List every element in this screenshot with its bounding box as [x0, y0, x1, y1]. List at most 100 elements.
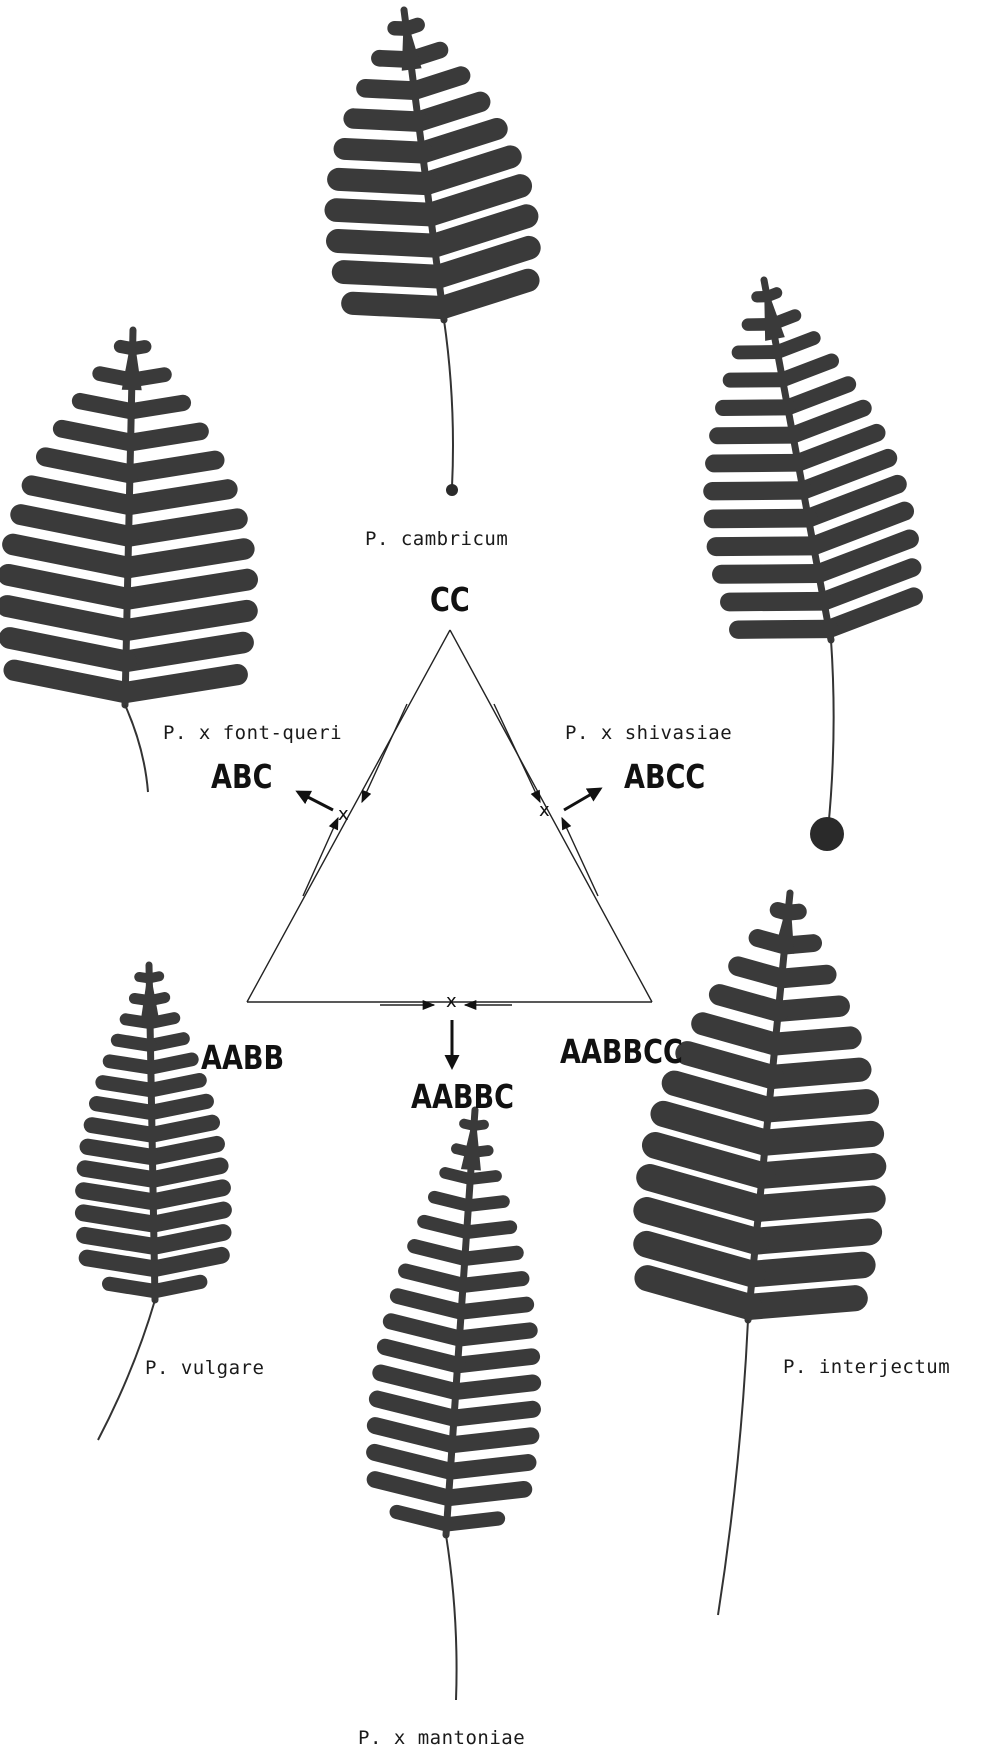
- pinna: [375, 1452, 451, 1471]
- pinna: [344, 272, 439, 277]
- label-p-mantoniae: P. x mantoniae: [358, 1727, 525, 1749]
- frond-p-shivasiae: [712, 280, 913, 830]
- pinna: [377, 1399, 454, 1418]
- pinna: [398, 1296, 461, 1312]
- pinna: [722, 574, 819, 575]
- pinna: [450, 1462, 528, 1471]
- pinna: [738, 966, 782, 978]
- pinna: [769, 1102, 867, 1110]
- pinna: [46, 457, 130, 474]
- frond-p-font-queri-tip: [122, 330, 142, 390]
- pinna: [712, 490, 803, 491]
- pinna: [152, 1101, 207, 1112]
- pinna: [125, 675, 237, 693]
- frond-p-font-queri-stipe: [125, 705, 148, 792]
- pinna: [338, 241, 434, 246]
- rhizome-cambricum: [446, 484, 458, 496]
- pinna: [336, 210, 430, 215]
- pinna: [21, 515, 129, 537]
- pinna: [397, 1512, 447, 1524]
- pinna: [129, 519, 238, 536]
- pinna: [445, 1173, 470, 1179]
- frond-p-cambricum: [336, 10, 528, 487]
- pinna: [62, 429, 131, 443]
- cross-mark-right: x: [539, 800, 550, 821]
- pinna: [454, 1409, 532, 1418]
- pinna: [152, 1123, 212, 1135]
- pinna: [127, 611, 247, 630]
- pinna: [788, 384, 848, 407]
- pinna: [414, 1246, 464, 1258]
- genome-cc: CC: [430, 580, 470, 619]
- pinna: [772, 1070, 860, 1077]
- pinna: [434, 1197, 468, 1205]
- cross-mark-left: x: [338, 804, 349, 825]
- frond-p-mantoniae-stipe: [446, 1535, 457, 1700]
- frond-p-interjectum-stipe: [718, 1320, 748, 1615]
- pinna: [353, 303, 443, 307]
- pinna: [463, 1279, 522, 1286]
- pinna: [13, 544, 128, 567]
- pinna: [154, 1233, 223, 1247]
- pinna: [452, 1436, 531, 1445]
- pinna: [461, 1305, 526, 1312]
- pinna: [131, 431, 200, 442]
- arrow-aabb-to-left-cross: [303, 818, 338, 896]
- pinna: [153, 1166, 220, 1180]
- arrow-aabbcc-to-right-cross: [562, 818, 598, 896]
- rhizome-shivasiae: [810, 817, 844, 851]
- pinna: [753, 1265, 863, 1274]
- pinna: [128, 549, 244, 567]
- arrow-cc-to-right-cross: [494, 704, 540, 802]
- pinna: [85, 1169, 153, 1180]
- pinna: [793, 408, 863, 435]
- pinna: [714, 463, 798, 464]
- pinna: [749, 1298, 854, 1307]
- pinna: [366, 88, 415, 90]
- pinna: [126, 643, 243, 662]
- pinna: [80, 401, 131, 411]
- pinna: [85, 1235, 154, 1246]
- pinna: [92, 1125, 152, 1135]
- pinna: [154, 1255, 221, 1268]
- pinna: [687, 1053, 771, 1077]
- label-p-cambricum: P. cambricum: [365, 528, 508, 550]
- pinna: [783, 361, 832, 380]
- pinna: [442, 280, 528, 307]
- pinna: [391, 1321, 459, 1338]
- label-p-interjectum: P. interjectum: [783, 1356, 950, 1378]
- hybridisation-triangle: [247, 630, 652, 1002]
- pinna: [84, 1191, 154, 1202]
- pinna: [10, 638, 126, 661]
- frond-p-mantoniae: [375, 1110, 533, 1700]
- pinna: [339, 179, 427, 183]
- arrow-to-abcc: [564, 789, 600, 810]
- pinna: [130, 460, 215, 474]
- arrow-cc-to-left-cross: [362, 704, 407, 802]
- pinna: [422, 129, 496, 153]
- pinna: [151, 1080, 199, 1090]
- frond-p-interjectum: [647, 893, 873, 1615]
- pinna: [32, 485, 130, 505]
- pinna: [154, 1210, 224, 1224]
- pinna: [385, 1347, 457, 1365]
- pinna: [7, 606, 126, 630]
- triangle-edge-right: [450, 630, 652, 1002]
- pinna: [458, 1357, 532, 1365]
- pinna: [406, 1271, 463, 1285]
- genome-aabbc: AABBC: [411, 1077, 514, 1116]
- cross-mark-base: x: [446, 991, 457, 1012]
- pinna: [8, 575, 127, 599]
- pinna: [465, 1253, 517, 1259]
- label-p-vulgare: P. vulgare: [145, 1357, 264, 1379]
- pinna: [756, 1232, 869, 1241]
- genome-abc: ABC: [211, 757, 272, 796]
- pinna: [103, 1082, 152, 1090]
- pinna: [83, 1213, 153, 1224]
- pinna: [703, 1024, 775, 1044]
- pinna: [152, 1144, 216, 1157]
- pinna: [375, 1426, 452, 1445]
- arrow-to-abc: [298, 792, 333, 810]
- pinna: [762, 1166, 873, 1175]
